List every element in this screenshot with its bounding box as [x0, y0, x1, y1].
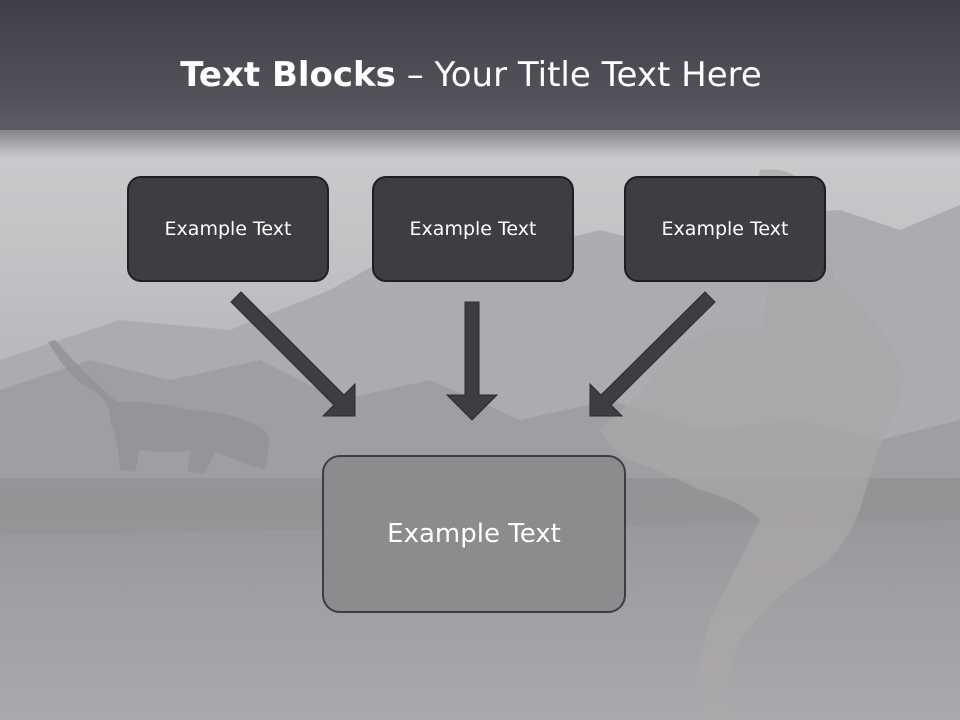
- arrow-center-down: [445, 301, 499, 421]
- text-block-center[interactable]: Example Text: [372, 176, 574, 282]
- text-block-left-label: Example Text: [164, 218, 292, 240]
- text-block-right-label: Example Text: [661, 218, 789, 240]
- cat-silhouette: [48, 340, 270, 474]
- arrow-left-diagonal: [230, 291, 356, 417]
- title-bold-part: Text Blocks: [180, 55, 396, 95]
- text-block-result-label: Example Text: [387, 519, 561, 549]
- slide-title: Text Blocks – Your Title Text Here: [0, 54, 942, 96]
- arrow-right-diagonal: [589, 291, 716, 417]
- person-silhouette: [600, 169, 904, 720]
- text-block-result[interactable]: Example Text: [322, 455, 626, 613]
- title-bar: [0, 0, 960, 130]
- text-block-center-label: Example Text: [409, 218, 537, 240]
- text-block-left[interactable]: Example Text: [127, 176, 329, 282]
- title-rest-part: – Your Title Text Here: [395, 55, 762, 95]
- title-bar-fade: [0, 118, 960, 158]
- text-block-right[interactable]: Example Text: [624, 176, 826, 282]
